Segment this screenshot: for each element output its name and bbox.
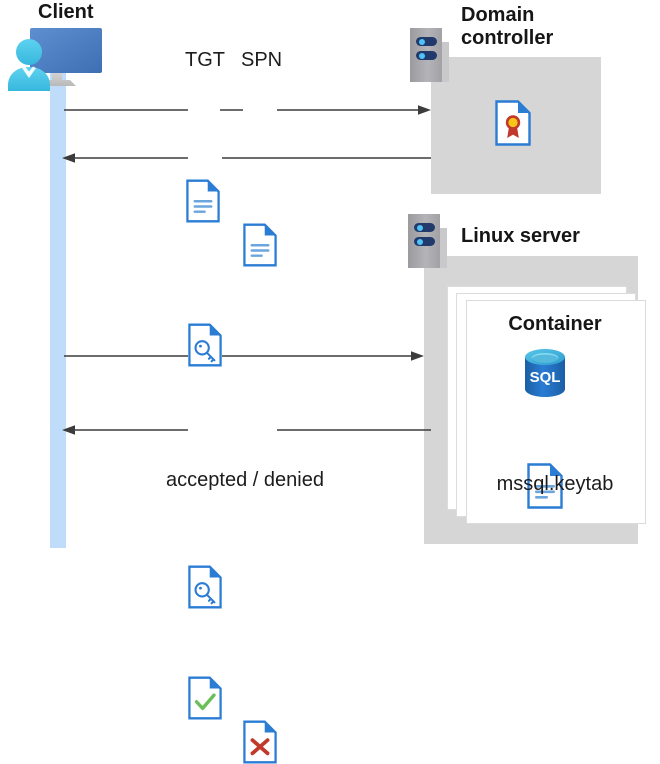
keytab-label: mssql.keytab [496, 473, 614, 495]
key-document-icon [188, 323, 222, 367]
key-document-icon [188, 565, 222, 609]
svg-text:SQL: SQL [530, 369, 561, 386]
flow-dc-to-client-segment-right [222, 152, 431, 164]
accepted-document-icon [188, 676, 222, 720]
flow-client-to-dc-segment-left [64, 104, 188, 116]
flow-client-to-linux-segment-left [64, 350, 188, 362]
flow-linux-to-client-segment-right [277, 424, 431, 436]
denied-document-icon [243, 720, 277, 764]
flow-client-to-dc-segment-mid [220, 104, 243, 116]
client-title: Client [38, 1, 94, 23]
accepted-denied-label: accepted / denied [166, 469, 324, 491]
tgt-document-icon [186, 179, 220, 223]
linux-server-title: Linux server [461, 225, 580, 247]
spn-document-icon [243, 223, 277, 267]
server-rack-icon [410, 28, 449, 82]
flow-linux-to-client-arrow [62, 424, 188, 436]
client-workstation-icon [6, 24, 110, 94]
container-title: Container [508, 313, 602, 335]
flow-client-to-dc-arrow [277, 104, 431, 116]
tgt-label: TGT [185, 49, 225, 71]
flow-dc-to-client-arrow [62, 152, 188, 164]
domain-controller-title-line1: Domain [461, 4, 535, 26]
flow-client-to-linux-arrow [222, 350, 424, 362]
server-rack-icon [408, 214, 447, 268]
spn-label: SPN [241, 49, 283, 71]
sql-database-icon: SQL [523, 347, 567, 399]
certificate-document-icon [495, 100, 531, 146]
domain-controller-title-line2: controller [461, 27, 554, 49]
text-document-icon [527, 463, 563, 509]
client-lifeline [50, 60, 66, 548]
